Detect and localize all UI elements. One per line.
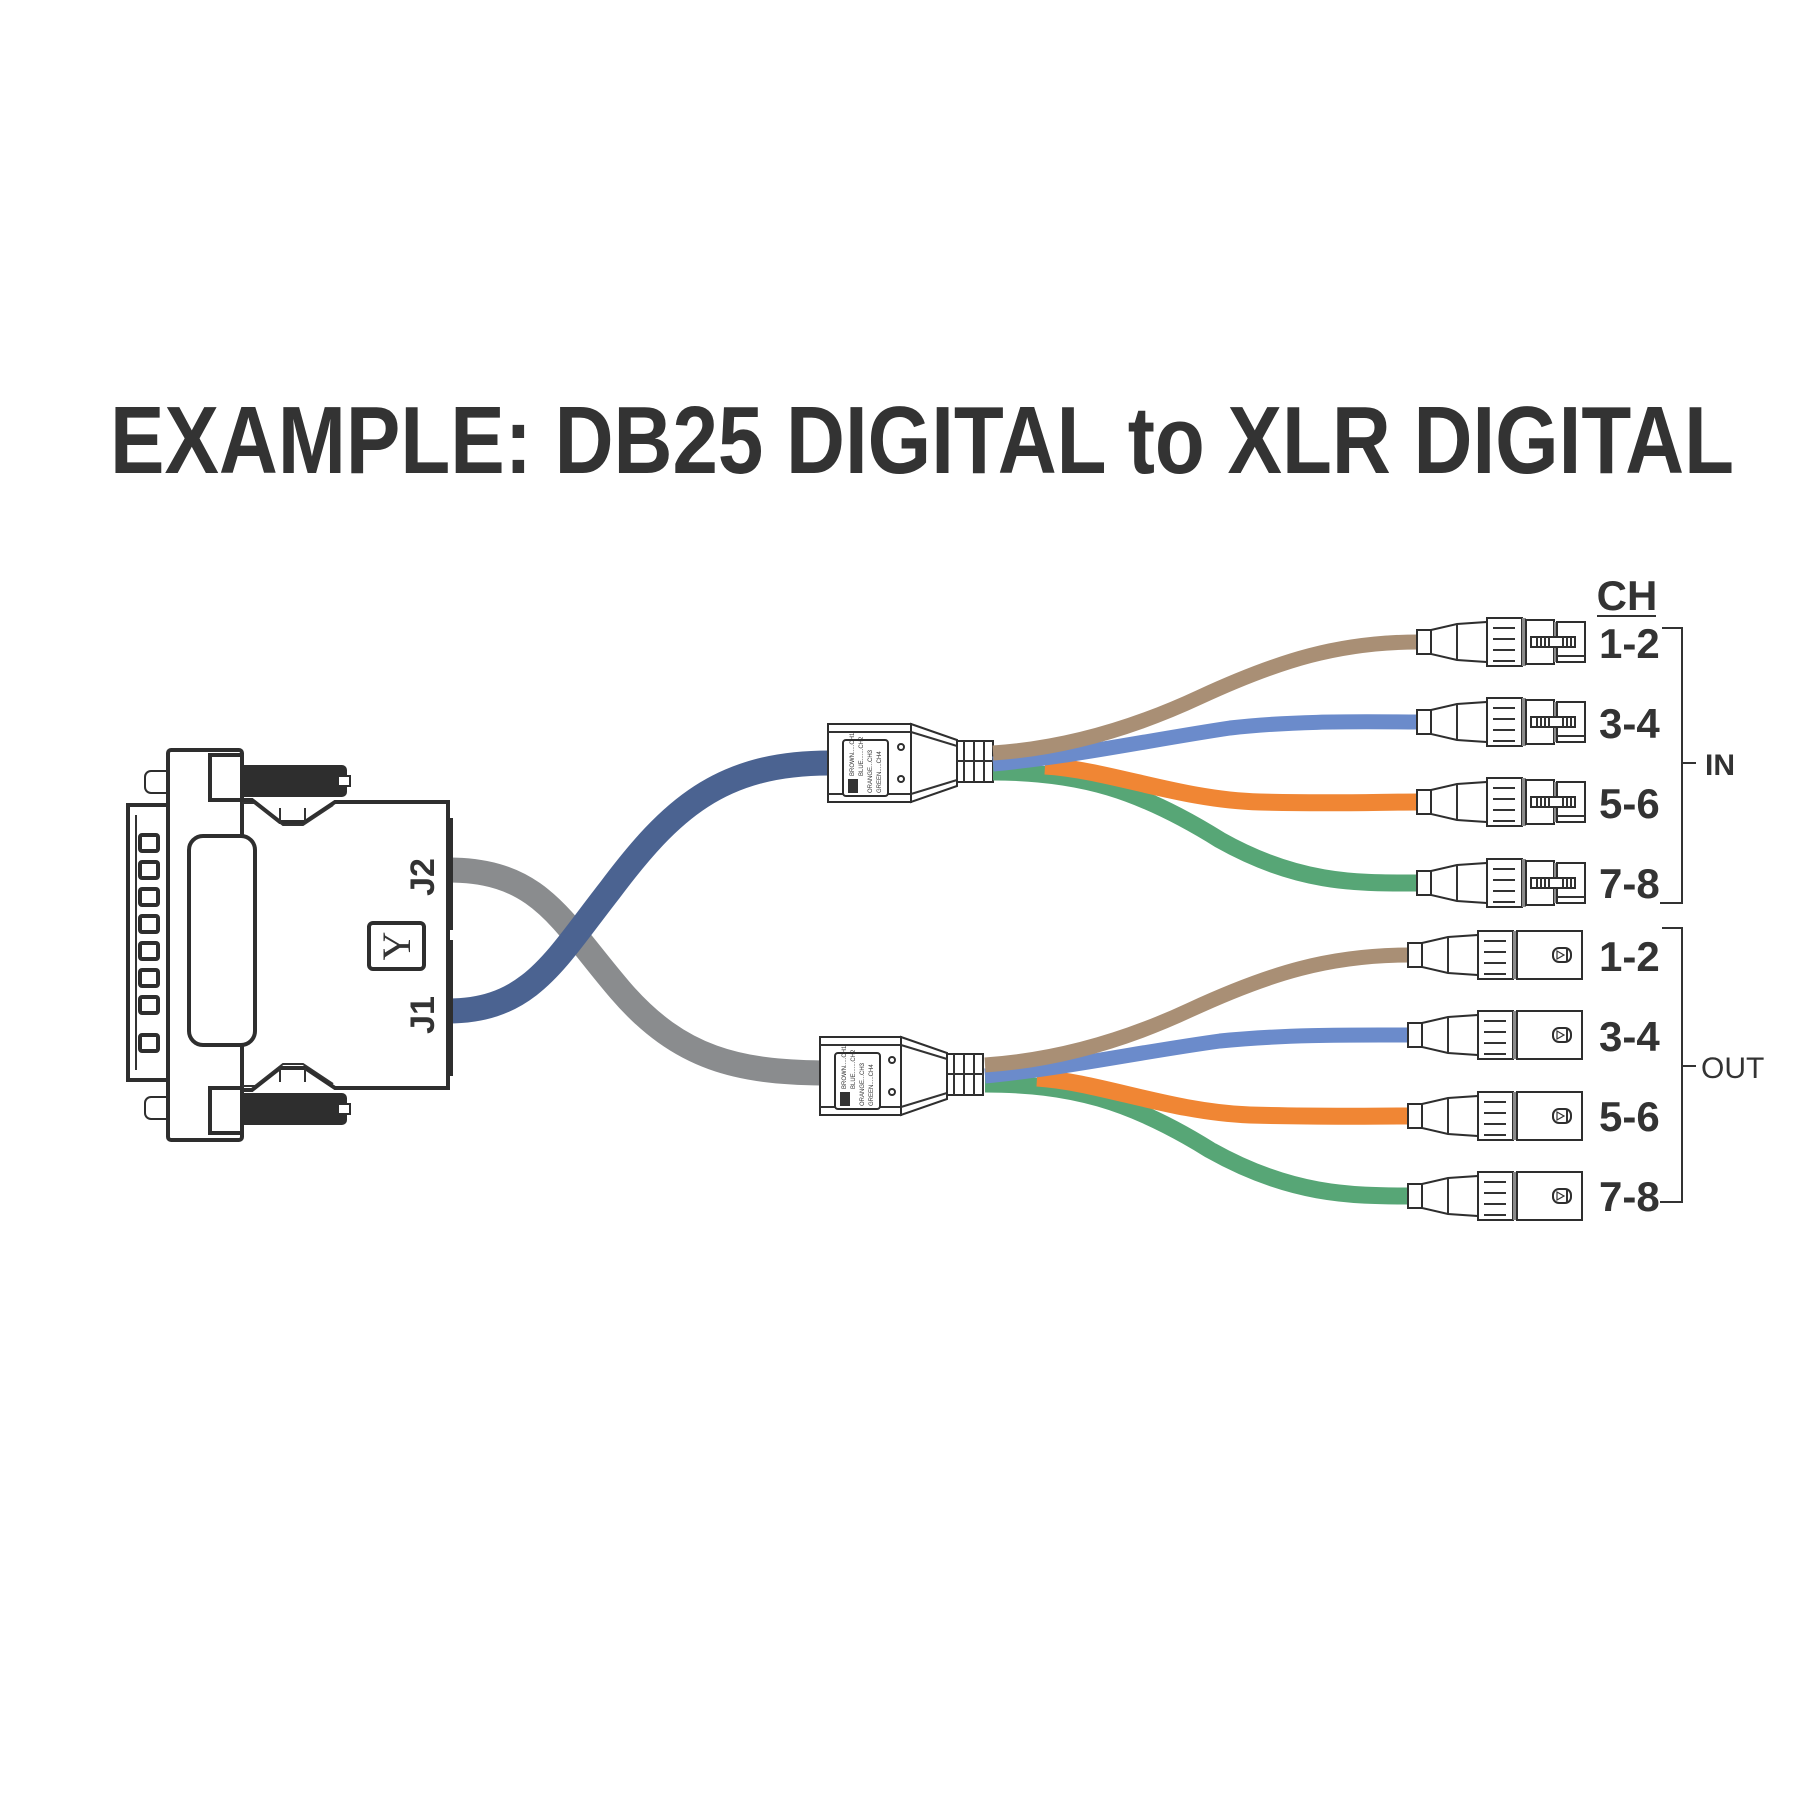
db25-connector: J2 Y J1 xyxy=(126,748,453,1142)
breakout-in: BROWN.....CH1 BLUE.......CH2 ORANGE...CH… xyxy=(827,722,994,804)
cable-in-7-8-green xyxy=(992,763,1419,892)
fanout-cables-out xyxy=(984,947,1411,1205)
channel-label-out-7-8: 7-8 xyxy=(1599,1173,1660,1220)
cable-out-7-8-green xyxy=(984,1075,1411,1205)
svg-text:BROWN.....CH1: BROWN.....CH1 xyxy=(850,732,856,776)
diagram-title: EXAMPLE: DB25 DIGITAL to XLR DIGITAL xyxy=(110,387,1734,494)
trunk-cables xyxy=(447,750,830,1086)
channel-labels-out: 1-2 3-4 5-6 7-8 xyxy=(1599,933,1660,1220)
y-badge: Y xyxy=(367,921,426,971)
svg-text:BROWN.....CH1: BROWN.....CH1 xyxy=(842,1045,848,1089)
cable-out-5-6-orange xyxy=(1036,1069,1411,1125)
xlr-female-in-3-4 xyxy=(1416,697,1586,747)
screw-post-bottom xyxy=(232,1093,347,1125)
xlr-female-in-1-2 xyxy=(1416,617,1586,667)
cable-out-3-4-blue xyxy=(984,1027,1411,1084)
cable-in-1-2-brown xyxy=(992,634,1419,761)
trunk-cable-j2-gray xyxy=(447,857,823,1086)
channel-header: CH xyxy=(1597,572,1658,619)
xlr-male-out-3-4 xyxy=(1407,1010,1583,1060)
cable-in-3-4-blue xyxy=(992,714,1419,772)
svg-text:Y: Y xyxy=(374,932,419,961)
xlr-female-in-7-8 xyxy=(1416,858,1586,908)
channel-label-in-5-6: 5-6 xyxy=(1599,780,1660,827)
j2-label: J2 xyxy=(404,858,442,896)
channel-label-out-5-6: 5-6 xyxy=(1599,1093,1660,1140)
trunk-cable-j1-blue xyxy=(447,750,830,1024)
j1-label: J1 xyxy=(404,996,442,1034)
channel-label-out-1-2: 1-2 xyxy=(1599,933,1660,980)
svg-text:GREEN.....CH4: GREEN.....CH4 xyxy=(877,751,883,793)
channel-labels-in: 1-2 3-4 5-6 7-8 xyxy=(1599,620,1660,907)
xlr-male-out-5-6 xyxy=(1407,1091,1583,1141)
db25-window xyxy=(187,834,257,1047)
fanout-cables-in xyxy=(992,634,1419,892)
channel-label-in-7-8: 7-8 xyxy=(1599,860,1660,907)
channel-label-in-1-2: 1-2 xyxy=(1599,620,1660,667)
xlr-connectors-out xyxy=(1407,930,1583,1221)
group-label-in: IN xyxy=(1705,749,1735,782)
cable-out-1-2-brown xyxy=(984,947,1411,1073)
xlr-connectors-in xyxy=(1416,617,1586,908)
svg-text:ORANGE...CH3: ORANGE...CH3 xyxy=(868,749,874,793)
bracket-in xyxy=(1660,627,1683,904)
bracket-out xyxy=(1660,927,1683,1203)
channel-label-in-3-4: 3-4 xyxy=(1599,700,1660,747)
svg-text:ORANGE...CH3: ORANGE...CH3 xyxy=(860,1062,866,1106)
xlr-male-out-1-2 xyxy=(1407,930,1583,980)
svg-text:GREEN.....CH4: GREEN.....CH4 xyxy=(869,1064,875,1106)
db25-pins xyxy=(138,833,160,1053)
cable-in-5-6-orange xyxy=(1044,757,1419,812)
screw-post-top xyxy=(232,765,347,797)
svg-text:BLUE.......CH2: BLUE.......CH2 xyxy=(859,736,865,776)
channel-label-out-3-4: 3-4 xyxy=(1599,1013,1660,1060)
svg-text:BLUE.......CH2: BLUE.......CH2 xyxy=(851,1049,857,1089)
breakout-out: BROWN.....CH1 BLUE.......CH2 ORANGE...CH… xyxy=(819,1035,984,1117)
xlr-male-out-7-8 xyxy=(1407,1171,1583,1221)
group-label-out: OUT xyxy=(1701,1052,1764,1085)
xlr-female-in-5-6 xyxy=(1416,777,1586,827)
